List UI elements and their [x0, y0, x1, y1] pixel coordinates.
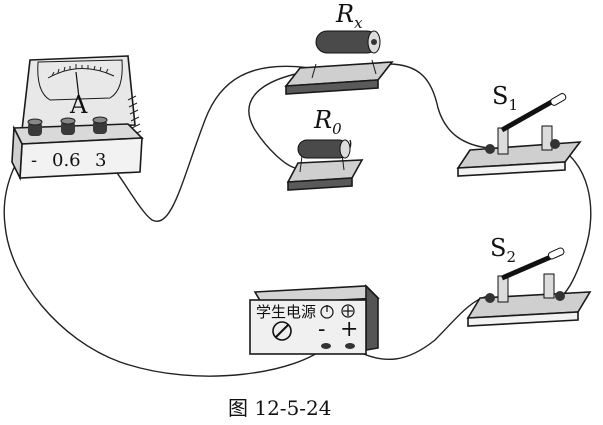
ammeter-terminal-3: [92, 116, 108, 134]
s2-knife-blade: [501, 253, 554, 281]
ammeter-minus-label: -: [31, 150, 37, 171]
supply-plus-label: +: [340, 317, 358, 342]
wire-supply-to-ammeter: [3, 132, 327, 377]
s1-label: S1: [492, 82, 518, 114]
wire-s2-to-supply: [349, 295, 489, 361]
power-supply: 学生电源 - +: [249, 284, 380, 355]
ammeter-scale-arc: [47, 67, 115, 79]
ammeter-base-left: [11, 124, 23, 182]
supply-indicator-icon: [341, 304, 355, 318]
rx-label: Rx: [335, 0, 363, 32]
ammeter-dial-window: [37, 59, 123, 101]
ammeter-terminal-0.6: [60, 117, 76, 135]
ammeter-range-high-label: 3: [95, 150, 106, 171]
wire-ammeter-to-rx: [97, 65, 311, 222]
ammeter-letter: A: [69, 91, 88, 119]
r0-label: R0: [313, 106, 342, 138]
supply-terminal-minus: [321, 343, 331, 349]
s1-knife-blade: [500, 97, 557, 133]
s1-base-front: [457, 161, 566, 177]
resistor-rx: Rx: [284, 0, 394, 95]
wire-rx-to-r0: [248, 69, 317, 169]
figure-caption: 图 12-5-24: [228, 396, 332, 420]
supply-label: 学生电源: [256, 303, 316, 321]
wires: [3, 63, 592, 377]
supply-right: [365, 284, 379, 351]
switch-s2: S2: [466, 234, 592, 327]
wire-s1-to-s2: [551, 143, 592, 297]
switch-s1: S1: [456, 82, 582, 177]
rx-base-front: [285, 79, 379, 95]
s2-base-front: [467, 311, 579, 327]
ammeter: A - 0.6 3: [11, 55, 144, 182]
s2-label: S2: [490, 234, 516, 266]
wire-rx-to-s1: [387, 63, 489, 149]
ammeter-range-low-label: 0.6: [52, 150, 81, 171]
s1-handle: [550, 92, 567, 106]
supply-minus-label: -: [318, 317, 325, 342]
s2-handle: [547, 247, 565, 260]
ammeter-side-ribs: [127, 95, 142, 136]
ammeter-needle: [75, 71, 80, 99]
resistor-r0: R0: [286, 106, 364, 191]
ammeter-scale-ticks: [51, 64, 109, 77]
ammeter-terminal-minus: [27, 118, 43, 136]
supply-terminal-plus: [345, 343, 355, 349]
ammeter-base-front: [19, 137, 143, 179]
r0-base-front: [287, 177, 353, 191]
